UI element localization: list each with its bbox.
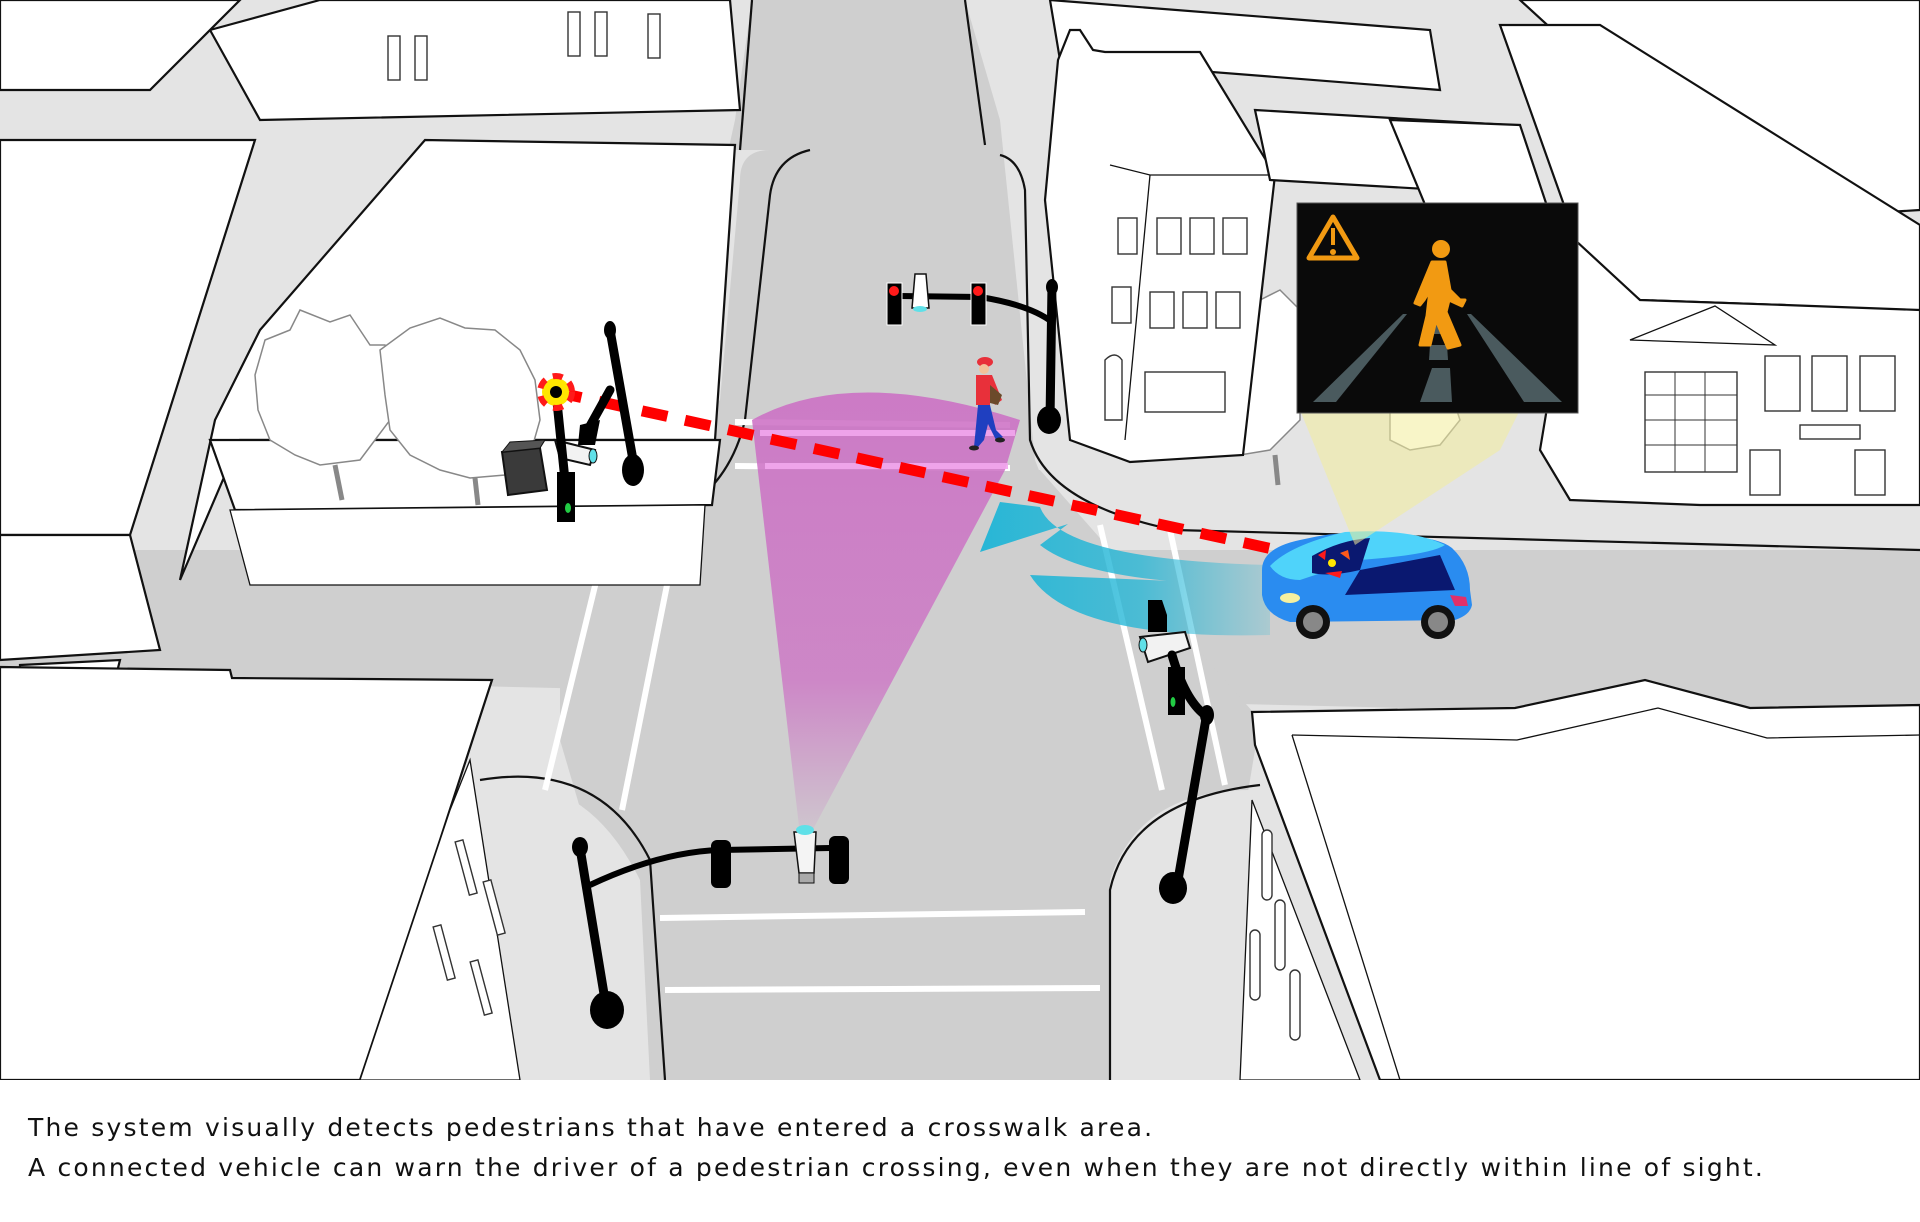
caption: The system visually detects pedestrians …	[28, 1108, 1908, 1188]
signal-cluster-bottom-right	[1138, 600, 1214, 904]
intersection-illustration	[0, 0, 1920, 1080]
pedestrian-figure	[969, 357, 1005, 451]
building-bottom-right	[1239, 678, 1920, 1080]
connected-vehicle	[1262, 531, 1472, 639]
signal-cluster-top-left	[500, 321, 644, 522]
signal-arm-bottom	[572, 825, 849, 1029]
driver-warning-display	[1296, 202, 1579, 414]
warning-triangle-icon	[1306, 214, 1360, 261]
building-bottom-left	[0, 665, 521, 1080]
caption-line-2: A connected vehicle can warn the driver …	[28, 1153, 1766, 1182]
caption-line-1: The system visually detects pedestrians …	[28, 1113, 1155, 1142]
pedestrian-walking-icon	[1413, 240, 1467, 350]
camera-detection-cone	[752, 392, 1020, 835]
building-windows	[1104, 217, 1248, 421]
signal-arm-top	[886, 273, 1061, 434]
display-projection	[1300, 410, 1520, 545]
v2x-warning-arrow	[980, 502, 1270, 636]
sight-line-dashed	[554, 386, 1302, 561]
